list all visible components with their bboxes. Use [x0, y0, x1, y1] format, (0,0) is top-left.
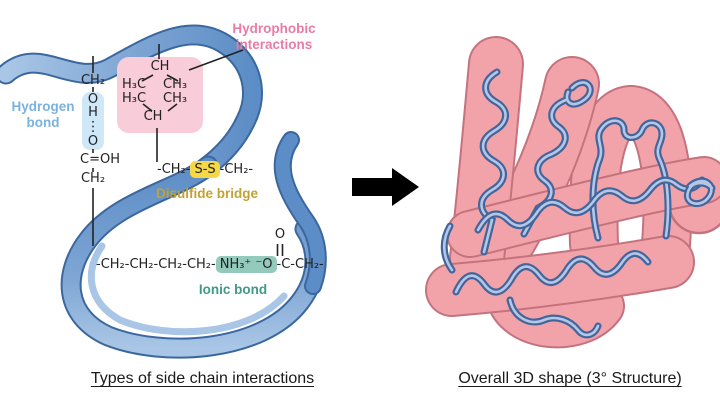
disulfide-chain-post: -CH₂-	[219, 162, 254, 177]
disulfide-chain-pre: -CH₂-	[157, 162, 191, 177]
ionic-chain-pre: -CH₂-CH₂-CH₂-CH₂-	[96, 257, 216, 272]
disulfide-highlight: S-S	[190, 161, 220, 178]
formula-ch2-bottom: CH₂	[80, 171, 106, 186]
carbonyl-oxygen: O	[274, 227, 286, 242]
protein-lobe-arch	[594, 110, 668, 244]
left-caption: Types of side chain interactions	[90, 370, 315, 387]
protein-lobe-horizontal	[452, 262, 668, 290]
ionic-label: Ionic bond	[198, 282, 268, 297]
formula-o2: O	[87, 134, 99, 149]
ionic-chain: -CH₂-CH₂-CH₂-CH₂-NH₃⁺ ⁻O-C-CH₂-	[96, 256, 324, 273]
protein-lobe-right-bulge	[667, 171, 720, 235]
ionic-chain-post: -C-CH₂-	[276, 257, 324, 272]
protein-lobe-finger-right	[510, 84, 572, 238]
hydrogen-bond-label: Hydrogen bond	[11, 99, 75, 130]
ionic-highlight: NH₃⁺ ⁻O	[215, 256, 277, 273]
protein-lobe-diagonal	[470, 180, 704, 234]
formula-h: H	[88, 105, 98, 120]
disulfide-label: Disulfide bridge	[155, 186, 258, 201]
formula-ch-top: CH	[150, 59, 170, 74]
protein-lobe-finger-left	[477, 64, 496, 258]
helix-coils	[444, 72, 712, 335]
right-caption: Overall 3D shape (3° Structure)	[458, 370, 682, 387]
formula-h3c-1: H₃C	[122, 77, 147, 92]
disulfide-chain: -CH₂-S-S-CH₂-	[157, 161, 254, 178]
protein-3d-shape	[444, 64, 720, 335]
formula-c-oh: C=OH	[80, 152, 120, 167]
formula-ch3-2: CH₃	[163, 91, 188, 106]
protein-lobe-bottom-blob	[508, 296, 602, 325]
formula-ch2-top: CH₂	[80, 73, 106, 88]
arrow-right-icon	[352, 168, 419, 206]
formula-ch3-1: CH₃	[163, 77, 188, 92]
hydrophobic-label: Hydrophobic interactions	[232, 21, 316, 52]
formula-h3c-2: H₃C	[122, 91, 147, 106]
formula-ch-bottom: CH	[143, 109, 163, 124]
